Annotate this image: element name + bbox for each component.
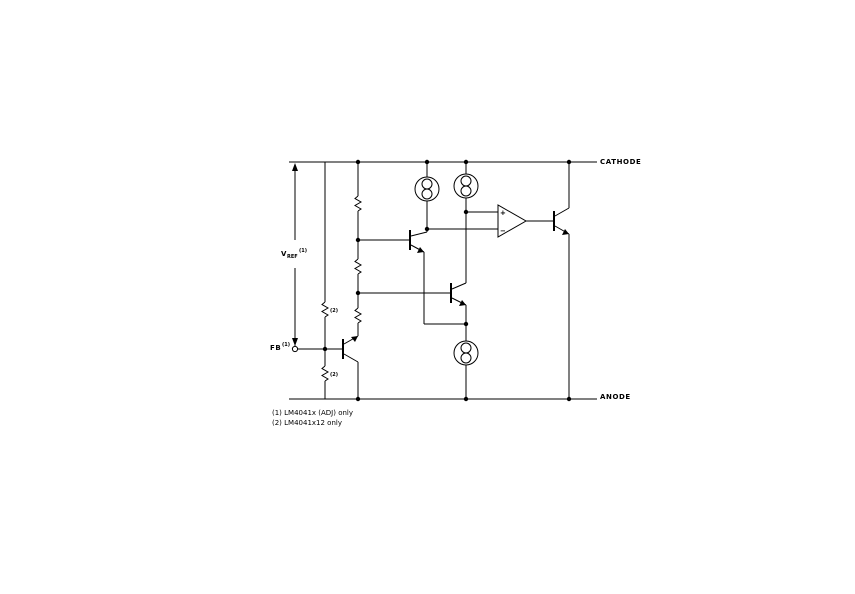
resistor-chain-3: [354, 307, 362, 324]
resistor-r-bottom: [321, 365, 329, 382]
fb-label: FB: [270, 344, 281, 352]
resistor-chain-1: [354, 195, 362, 212]
transistor-q3: [450, 282, 467, 341]
fb-label-superscript: (1): [282, 342, 290, 348]
footnote-2: (2) LM4041x12 only: [272, 419, 342, 427]
current-source-3: [453, 340, 479, 399]
anode-label: ANODE: [600, 393, 631, 401]
vref-dimension-arrow: [292, 163, 298, 346]
opamp-minus-label: −: [500, 227, 506, 235]
r-top-note: (2): [330, 308, 338, 314]
junction-dots: [322, 159, 572, 402]
opamp: + −: [497, 204, 554, 238]
vref-label: V: [281, 250, 287, 258]
transistor-q2: [409, 230, 428, 324]
bias-resistor-chain: [354, 162, 362, 332]
resistor-chain-2: [354, 258, 362, 275]
resistor-r-top: [321, 301, 329, 318]
fb-pin: [291, 345, 343, 353]
r-bottom-note: (2): [330, 372, 338, 378]
cathode-label: CATHODE: [600, 158, 641, 166]
current-source-1: [414, 162, 440, 232]
opamp-plus-label: +: [500, 209, 506, 217]
fb-divider-network: [321, 162, 329, 399]
footnote-1: (1) LM4041x (ADJ) only: [272, 409, 353, 417]
vref-label-subscript: REF: [287, 254, 298, 260]
transistor-q4: [553, 162, 570, 399]
vref-label-superscript: (1): [299, 248, 307, 254]
current-source-2: [453, 162, 479, 283]
transistor-q1: [342, 332, 359, 399]
